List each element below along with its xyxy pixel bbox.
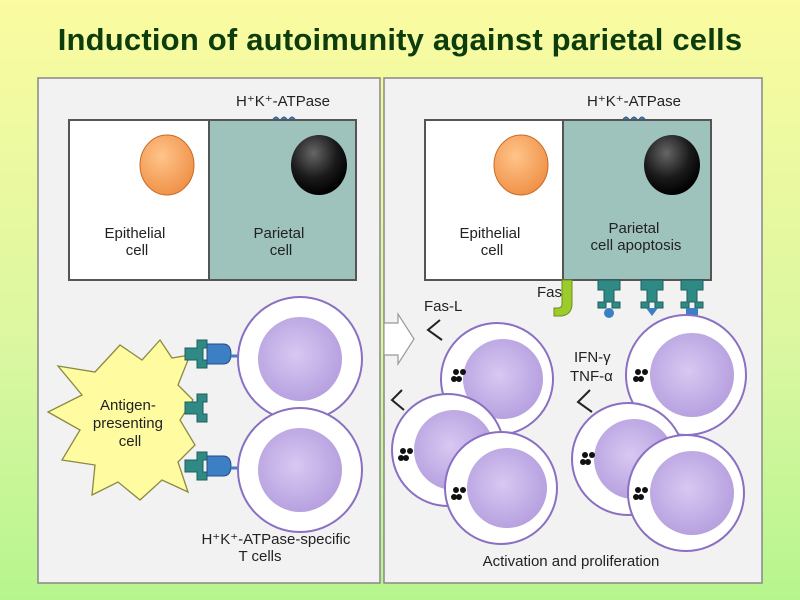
left-epithelial-label: Epithelial cell [104,225,169,259]
activation-label: Activation and proliferation [483,553,660,570]
fasl-marker-2 [390,389,405,411]
right-t-cell-6 [627,434,745,552]
right-receptor-1 [597,279,621,318]
antigen-presenting-cell [46,338,196,501]
page-title: Induction of autoimunity against parieta… [57,22,743,57]
fas-label: Fas [537,284,562,301]
left-t-cell-top [237,296,363,422]
fasl-marker-3 [576,389,593,413]
right-receptor-label: H⁺K⁺-ATPase [587,93,681,110]
fasl-label: Fas-L [424,298,462,315]
left-receptor-label: H⁺K⁺-ATPase [236,93,330,110]
right-parietal-label: Parietal cell apoptosis [591,220,682,254]
fasl-marker [426,319,443,341]
t-cells-label: H⁺K⁺-ATPase-specific T cells [201,531,354,565]
left-epithelial-nucleus [139,134,195,196]
left-t-cell-bottom [237,407,363,533]
right-epithelial-label: Epithelial cell [459,225,524,259]
fas-receptor [553,279,573,317]
left-parietal-label: Parietal cell [253,225,308,259]
left-parietal-nucleus [291,135,347,195]
mhc-free [184,393,208,423]
right-t-cell-3 [444,431,558,545]
cytokines-label: IFN-γ TNF-α [570,349,615,385]
right-receptor-2 [640,279,664,316]
right-epithelial-nucleus [493,134,549,196]
right-parietal-nucleus [644,135,700,195]
right-receptor-3 [680,279,704,315]
apc-label: Antigen- presenting cell [93,397,167,450]
transition-arrow [383,311,415,367]
